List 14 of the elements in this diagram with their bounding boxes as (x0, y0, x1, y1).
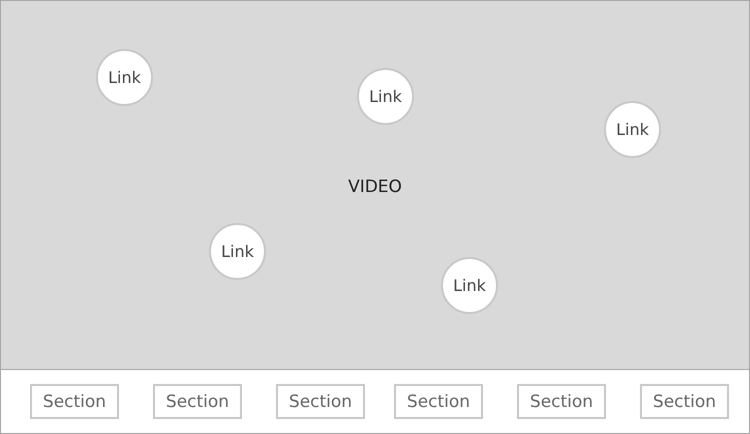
link-button: Link (96, 49, 153, 106)
link-button: Link (357, 68, 414, 125)
section-tab: Section (394, 384, 483, 419)
link-button: Link (209, 223, 266, 280)
section-tab: Section (153, 384, 242, 419)
link-button: Link (604, 101, 661, 158)
section-tab: Section (276, 384, 365, 419)
video-label: VIDEO (348, 177, 402, 197)
video-placeholder (0, 0, 750, 370)
footer-bar (0, 369, 750, 434)
link-button: Link (441, 257, 498, 314)
section-tab: Section (517, 384, 606, 419)
section-tab: Section (30, 384, 119, 419)
section-tab: Section (640, 384, 729, 419)
